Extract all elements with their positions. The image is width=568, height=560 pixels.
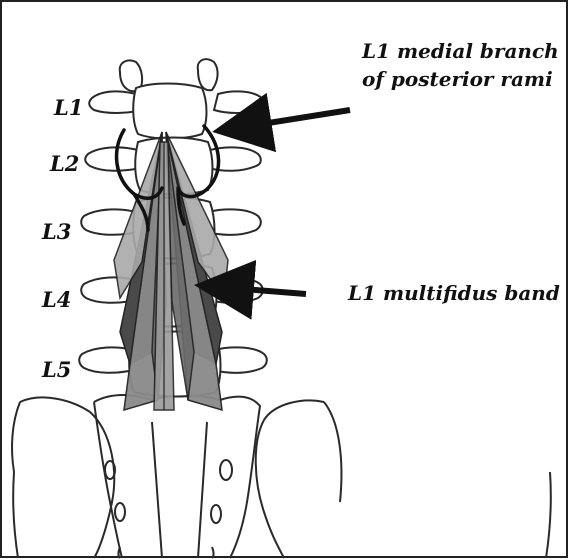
vertebra-label-l3: L3 xyxy=(42,220,71,244)
medial-branch-label-line1: L1 medial branch xyxy=(362,38,559,64)
medial-branch-label-line2: of posterior rami xyxy=(362,66,553,92)
vertebra-label-l2: L2 xyxy=(50,152,79,176)
vertebra-label-l4: L4 xyxy=(42,288,71,312)
vertebra-label-l5: L5 xyxy=(42,358,71,382)
sacrum-outline xyxy=(94,395,260,558)
multifidus-band-label: L1 multifidus band xyxy=(348,280,560,306)
vertebra-label-l1: L1 xyxy=(54,96,83,120)
pelvis-outline xyxy=(12,397,551,558)
